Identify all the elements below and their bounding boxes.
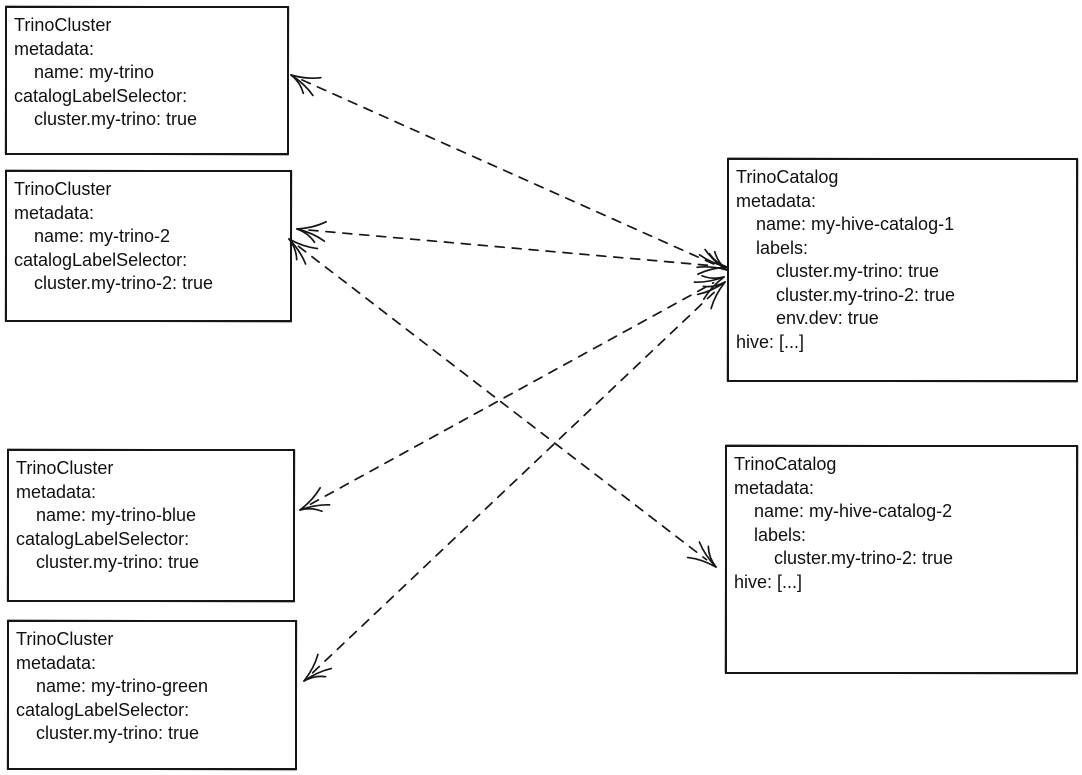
node-line: metadata:	[14, 202, 95, 223]
arrowhead	[704, 248, 728, 271]
node-line: metadata:	[14, 38, 95, 59]
arrowhead	[303, 675, 327, 682]
arrowhead	[697, 266, 728, 276]
arrowhead	[710, 281, 726, 310]
edge-line	[297, 245, 708, 561]
node-line: catalogLabelSelector:	[16, 699, 190, 720]
node-line: labels:	[736, 237, 809, 258]
arrowhead	[296, 220, 327, 230]
node-trino-cluster-my-trino: TrinoCluster metadata: name: my-trino ca…	[5, 6, 289, 155]
node-line: metadata:	[16, 652, 97, 673]
node-line: metadata:	[16, 481, 97, 502]
edge-my-hive-catalog-1--my-trino-green	[303, 281, 726, 682]
edge-my-hive-catalog-1--my-trino	[290, 74, 728, 271]
node-trino-cluster-my-trino-green: TrinoCluster metadata: name: my-trino-gr…	[7, 620, 297, 770]
node-line: name: my-hive-catalog-2	[734, 501, 953, 521]
arrowhead	[290, 74, 314, 97]
edge-line	[308, 229, 716, 267]
arrowhead	[296, 228, 326, 243]
node-line: env.dev: true	[736, 308, 879, 328]
node-line: name: my-trino	[14, 62, 155, 82]
arrowhead	[702, 281, 726, 288]
arrowhead	[696, 281, 726, 296]
arrowhead	[303, 667, 333, 682]
arrowhead	[299, 486, 322, 511]
node-kind-label: TrinoCatalog	[736, 167, 839, 187]
node-kind-label: TrinoCluster	[14, 179, 112, 199]
node-trino-catalog-my-hive-catalog-1: TrinoCatalog metadata: name: my-hive-cat…	[727, 158, 1078, 382]
node-line: labels:	[734, 524, 807, 545]
arrowhead	[288, 238, 319, 250]
edge-my-hive-catalog-1--my-trino-2	[296, 220, 728, 276]
node-line: catalogLabelSelector:	[14, 249, 188, 270]
node-line: name: my-trino-2	[14, 226, 171, 246]
node-line: cluster.my-trino: true	[736, 261, 940, 281]
arrowhead	[693, 276, 725, 284]
node-line: cluster.my-trino-2: true	[736, 284, 956, 305]
arrowhead	[299, 503, 331, 511]
arrowhead	[707, 545, 717, 568]
edge-my-hive-catalog-1--my-trino-blue	[299, 274, 725, 513]
node-kind-label: TrinoCluster	[16, 629, 114, 649]
node-kind-label: TrinoCluster	[14, 15, 112, 35]
node-line: metadata:	[736, 190, 817, 211]
arrowhead	[701, 274, 725, 280]
node-line: catalogLabelSelector:	[16, 528, 190, 549]
node-line: cluster.my-trino: true	[16, 552, 200, 572]
arrowhead	[290, 74, 322, 80]
arrowhead	[290, 74, 305, 95]
arrowhead	[686, 556, 717, 568]
node-line: cluster.my-trino: true	[16, 723, 200, 743]
node-trino-cluster-my-trino-blue: TrinoCluster metadata: name: my-trino-bl…	[7, 449, 295, 602]
node-trino-catalog-my-hive-catalog-2: TrinoCatalog metadata: name: my-hive-cat…	[725, 445, 1078, 674]
node-line: cluster.my-trino: true	[14, 109, 198, 129]
arrowhead	[303, 653, 319, 682]
edge-line	[309, 281, 715, 506]
node-trino-cluster-my-trino-2: TrinoCluster metadata: name: my-trino-2 …	[5, 170, 292, 322]
node-line: cluster.my-trino-2: true	[734, 548, 954, 568]
arrowhead	[713, 250, 728, 271]
arrowhead	[296, 228, 316, 244]
node-line: hive: [...]	[736, 331, 805, 352]
node-kind-label: TrinoCluster	[16, 458, 114, 478]
arrowhead	[696, 265, 728, 271]
node-line: name: my-trino-blue	[16, 505, 197, 525]
edge-line	[301, 79, 717, 266]
node-line: hive: [...]	[734, 571, 803, 592]
edge-line	[311, 289, 718, 674]
node-line: catalogLabelSelector:	[14, 85, 188, 106]
arrowhead	[698, 541, 717, 568]
arrowhead	[299, 507, 323, 513]
node-line: cluster.my-trino-2: true	[14, 273, 214, 293]
arrowhead	[698, 253, 728, 268]
node-line: name: my-trino-green	[16, 676, 209, 696]
node-kind-label: TrinoCatalog	[734, 454, 837, 474]
node-line: name: my-hive-catalog-1	[736, 214, 955, 234]
arrowhead	[708, 252, 728, 268]
node-line: metadata:	[734, 477, 815, 498]
edge-my-hive-catalog-2--my-trino-2	[288, 238, 717, 568]
arrowhead	[702, 276, 725, 301]
